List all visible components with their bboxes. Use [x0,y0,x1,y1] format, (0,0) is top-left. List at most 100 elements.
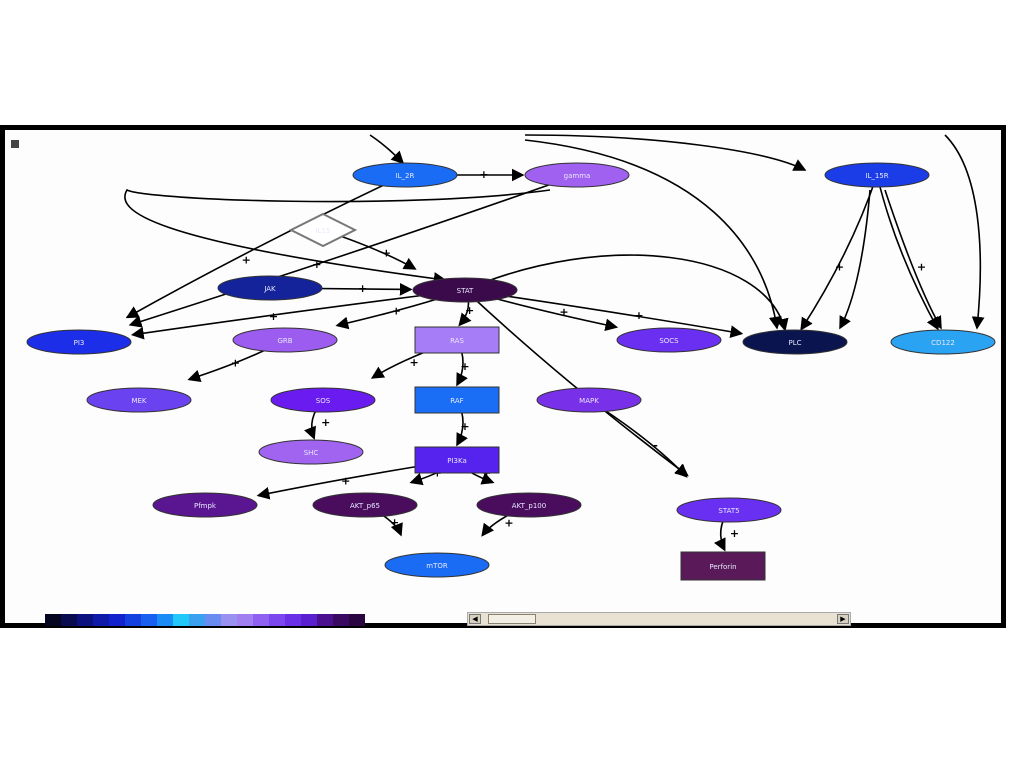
node-shape-n3 [824,162,930,188]
node-label-n7: PI3 [74,339,85,347]
node-label-n15: RAF [450,397,463,405]
node-label-n9: RAS [450,337,464,345]
graph-node-n7[interactable]: PI3 [26,329,132,355]
graph-node-n11[interactable]: PLC [742,329,848,355]
graph-node-n13[interactable]: MEK [86,387,192,413]
node-shape-n8 [232,327,338,353]
edge-sign-n21-n23: + [504,516,513,529]
graph-node-n3[interactable]: IL_15R [824,162,930,188]
edge-sign-n8-n13: + [231,357,240,370]
graph-node-n15[interactable]: RAF [414,386,500,414]
node-shape-n14 [270,387,376,413]
graph-node-n1[interactable]: IL_2R [352,162,458,188]
graph-node-n17[interactable]: SHC [258,439,364,465]
node-label-n1: IL_2R [396,172,415,180]
edge-sign-n9-n14: + [410,356,419,369]
graph-node-n2[interactable]: gamma [524,162,630,188]
graph-node-n19[interactable]: Pfmpk [152,492,258,518]
legend-swatch-4 [109,614,125,626]
long-edge-5 [884,189,942,330]
edge-n3-n12 [876,174,939,331]
scroll-right-button[interactable]: ▶ [837,614,849,624]
edge-n1-n7 [125,174,406,319]
legend-swatch-7 [157,614,173,626]
scroll-thumb[interactable] [488,614,536,624]
graph-node-n18[interactable]: PI3Ka [414,446,500,474]
graph-viewer-window: +++++++++++++++++++++++-+ IL_2RgammaIL_1… [0,125,1006,628]
long-edge-7 [464,254,789,332]
edge-sign-n15-n18: + [460,420,469,433]
edge-sign-n1-n2: + [479,168,488,181]
graph-node-n8[interactable]: GRB [232,327,338,353]
node-label-n23: mTOR [426,562,448,570]
network-diagram: +++++++++++++++++++++++-+ IL_2RgammaIL_1… [26,134,996,581]
edge-sign-n20-n23: + [390,516,399,529]
node-shape-n16 [536,387,642,413]
node-label-n3: IL_15R [865,172,888,180]
node-shape-n19 [152,492,258,518]
node-shape-n2 [524,162,630,188]
legend-swatch-2 [77,614,93,626]
node-label-n22: STAT5 [718,507,739,515]
legend-swatch-15 [285,614,301,626]
node-label-n24: Perforin [709,563,736,571]
legend-swatch-0 [45,614,61,626]
graph-node-n24[interactable]: Perforin [680,551,766,581]
node-label-n17: SHC [304,449,319,457]
edge-sign-n6-n10: + [559,305,568,318]
graph-node-n9[interactable]: RAS [414,326,500,354]
horizontal-scrollbar[interactable]: ◀ ▶ [467,612,851,626]
edge-sign-n6-n9: + [465,304,474,317]
legend-swatch-6 [141,614,157,626]
graph-node-n21[interactable]: AKT_p100 [476,492,582,518]
node-label-n18: PI3Ka [447,457,467,465]
legend-swatch-14 [269,614,285,626]
graph-node-n6[interactable]: STAT [412,277,518,303]
graph-node-n16[interactable]: MAPK [536,387,642,413]
node-shape-n18 [414,446,500,474]
long-edge-6 [839,189,871,330]
long-edge-4 [124,188,551,285]
window-menu-icon[interactable] [11,140,19,148]
node-shape-n4 [288,212,358,248]
graph-node-n5[interactable]: JAK [217,275,323,301]
node-shape-n15 [414,386,500,414]
graph-node-n22[interactable]: STAT5 [676,497,782,523]
node-label-n2: gamma [564,172,591,180]
node-shape-n11 [742,329,848,355]
node-shape-n7 [26,329,132,355]
node-label-n11: PLC [788,339,801,347]
edge-n2-n7 [128,174,578,328]
node-shape-n17 [258,439,364,465]
graph-node-n10[interactable]: SOCS [616,327,722,353]
legend-swatch-11 [221,614,237,626]
legend-swatch-3 [93,614,109,626]
node-label-n5: JAK [263,285,276,293]
legend-swatch-9 [189,614,205,626]
graph-node-n4[interactable]: IL15 [288,212,358,248]
edge-sign-n18-n19: + [341,474,350,487]
node-shape-n9 [414,326,500,354]
edge-sign-n6-n7: + [269,310,278,323]
edge-sign-n6-n8: + [392,304,401,317]
edge-sign-n16-n22: - [653,439,658,452]
node-shape-n23 [384,552,490,578]
node-label-n12: CD122 [931,339,955,347]
legend-swatch-8 [173,614,189,626]
graph-node-n23[interactable]: mTOR [384,552,490,578]
long-edge-1 [524,134,807,171]
node-shape-n20 [312,492,418,518]
graph-node-n20[interactable]: AKT_p65 [312,492,418,518]
node-label-n8: GRB [277,337,292,345]
node-label-n20: AKT_p65 [350,502,380,510]
node-shape-n12 [890,329,996,355]
legend-swatch-12 [237,614,253,626]
edge-sign-n3-n12: + [917,260,926,273]
graph-node-n12[interactable]: CD122 [890,329,996,355]
long-edge-0 [369,134,405,165]
long-edge-3 [944,134,985,330]
node-shape-n6 [412,277,518,303]
graph-node-n14[interactable]: SOS [270,387,376,413]
scroll-left-button[interactable]: ◀ [469,614,481,624]
legend-swatch-18 [333,614,349,626]
